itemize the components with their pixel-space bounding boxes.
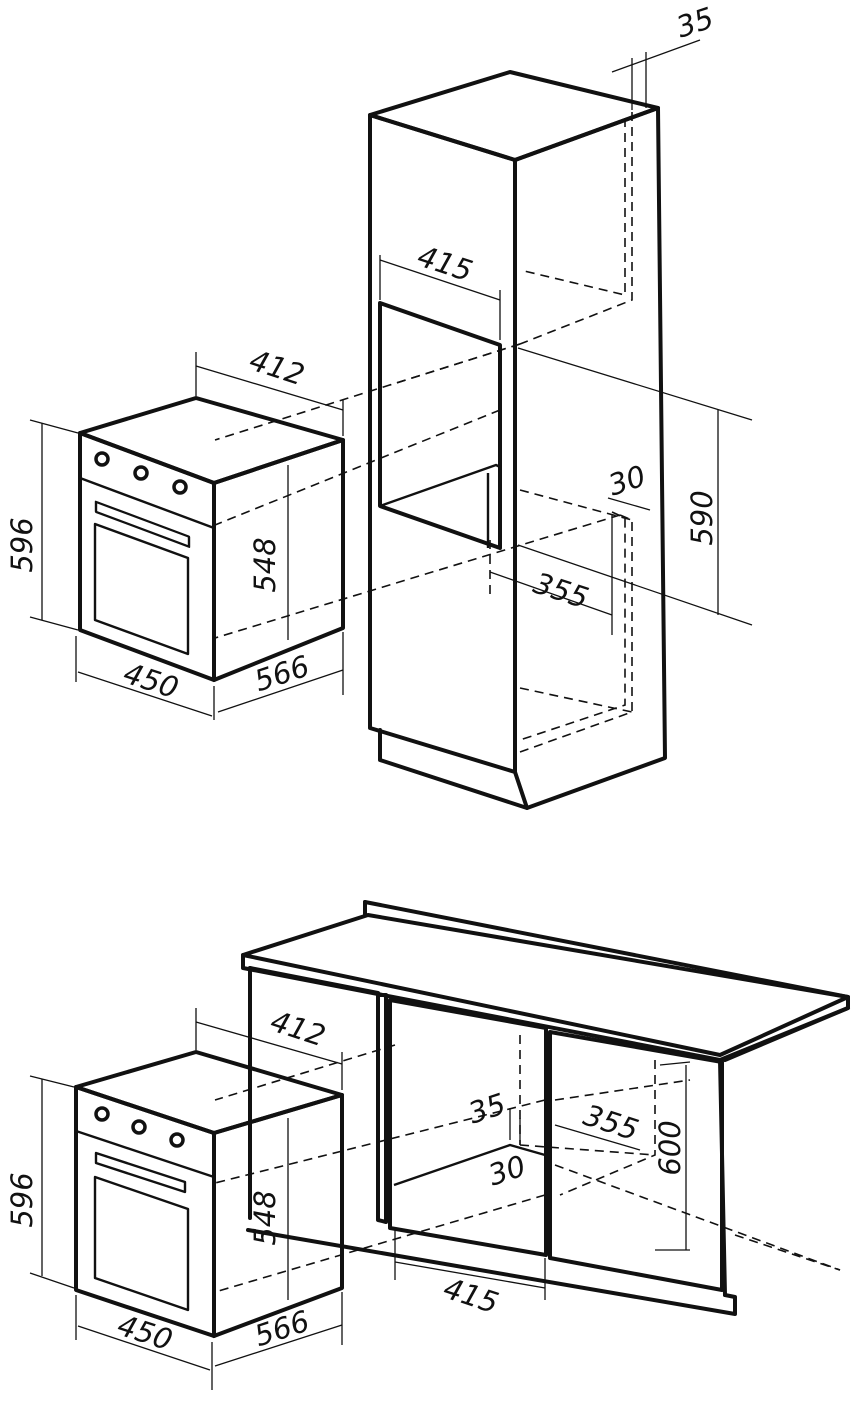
tall-cabinet-dimensions — [379, 39, 753, 635]
dim-oven-body-width: 412 — [246, 343, 309, 392]
dim-niche-height: 600 — [653, 1120, 687, 1175]
oven-top — [78, 396, 345, 682]
dim-top-gap: 35 — [672, 1, 718, 45]
dim-oven-height: 596 — [5, 1172, 39, 1227]
dim-bottom-gap: 30 — [484, 1149, 530, 1193]
dim-niche-depth: 355 — [580, 1098, 643, 1147]
dim-oven-height: 596 — [5, 517, 39, 572]
oven-knob-icon — [131, 1119, 147, 1135]
base-cabinet — [241, 900, 850, 1316]
tall-cabinet — [368, 70, 667, 810]
dim-oven-depth: 566 — [250, 649, 313, 698]
oven-knob-icon — [94, 451, 110, 467]
dim-oven-width: 450 — [114, 1308, 177, 1357]
oven-top-dimensions — [29, 352, 344, 720]
top-diagram: 596 450 566 412 548 415 35 590 30 355 — [5, 1, 753, 810]
dim-niche-width: 415 — [414, 239, 477, 288]
oven-knob-icon — [172, 479, 188, 495]
dim-bottom-gap: 30 — [604, 459, 650, 503]
dim-niche-width: 415 — [440, 1271, 503, 1320]
tall-cabinet-hidden-lines — [214, 112, 633, 753]
base-cabinet-hidden-lines — [214, 1035, 841, 1293]
dim-oven-depth: 566 — [250, 1304, 313, 1353]
oven-bottom — [74, 1050, 344, 1338]
dim-niche-depth: 355 — [530, 566, 593, 615]
dim-oven-body-height: 548 — [248, 1190, 282, 1245]
oven-knob-icon — [94, 1106, 110, 1122]
oven-knob-icon — [133, 465, 149, 481]
base-cabinet-dimensions — [394, 1061, 691, 1300]
dim-niche-height: 590 — [685, 490, 719, 545]
bottom-diagram: 596 450 566 412 548 35 30 355 600 415 — [5, 900, 850, 1390]
dim-oven-body-width: 412 — [267, 1004, 330, 1053]
dim-top-gap: 35 — [464, 1087, 510, 1131]
dim-oven-body-height: 548 — [248, 537, 282, 592]
oven-knob-icon — [169, 1132, 185, 1148]
oven-bottom-dimensions — [29, 1008, 343, 1390]
